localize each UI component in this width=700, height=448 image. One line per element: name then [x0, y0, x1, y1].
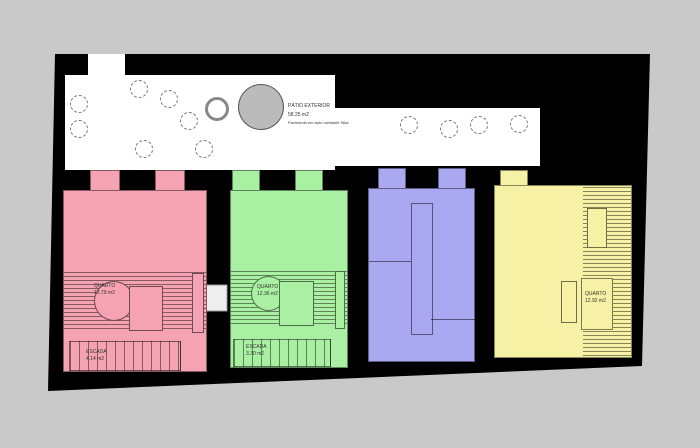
unit-4-connector — [500, 170, 528, 186]
patio-ring-planter — [205, 97, 229, 121]
room-name: QUARTO — [94, 283, 116, 289]
room-name: QUARTO — [257, 284, 279, 290]
tree-icon — [70, 95, 88, 113]
unit-3-connector — [438, 168, 466, 189]
unit-2: QUARTO 12.36 m2 ESCADA 3.30 m2 — [230, 190, 348, 368]
unit-3 — [368, 188, 475, 362]
tree-icon — [470, 116, 488, 134]
room-area: 12.36 m2 — [257, 291, 278, 297]
tree-icon — [440, 120, 458, 138]
room-area: 4.14 m2 — [86, 356, 105, 362]
unit-3-connector — [378, 168, 406, 189]
tree-icon — [160, 90, 178, 108]
room-name: ESCADA — [86, 349, 107, 355]
unit-1-connector — [155, 170, 185, 191]
tree-icon — [180, 112, 198, 130]
tree-icon — [510, 115, 528, 133]
patio-note: Pavimento em auto nivelante Sika — [288, 120, 349, 125]
tree-icon — [70, 120, 88, 138]
unit-2-connector — [295, 170, 323, 191]
unit-1: QUARTO 13.79 m2 ESCADA 4.14 m2 — [63, 190, 207, 372]
unit-1-connector — [90, 170, 120, 191]
tree-icon — [195, 140, 213, 158]
tree-icon — [400, 116, 418, 134]
unit-2-connector — [232, 170, 260, 191]
room-area: 3.30 m2 — [246, 351, 265, 357]
patio-area: 58.25 m2 — [288, 112, 309, 118]
patio-round-feature — [238, 84, 284, 130]
room-name: QUARTO — [585, 291, 607, 297]
patio-name: PÁTIO EXTERIOR — [288, 103, 330, 109]
room-area: 12.92 m2 — [585, 298, 606, 304]
room-name: ESCADA — [246, 344, 267, 350]
patio-floor — [65, 75, 540, 170]
tree-icon — [135, 140, 153, 158]
room-area: 13.79 m2 — [94, 290, 115, 296]
unit-4: QUARTO 12.92 m2 — [494, 185, 632, 358]
tree-icon — [130, 80, 148, 98]
